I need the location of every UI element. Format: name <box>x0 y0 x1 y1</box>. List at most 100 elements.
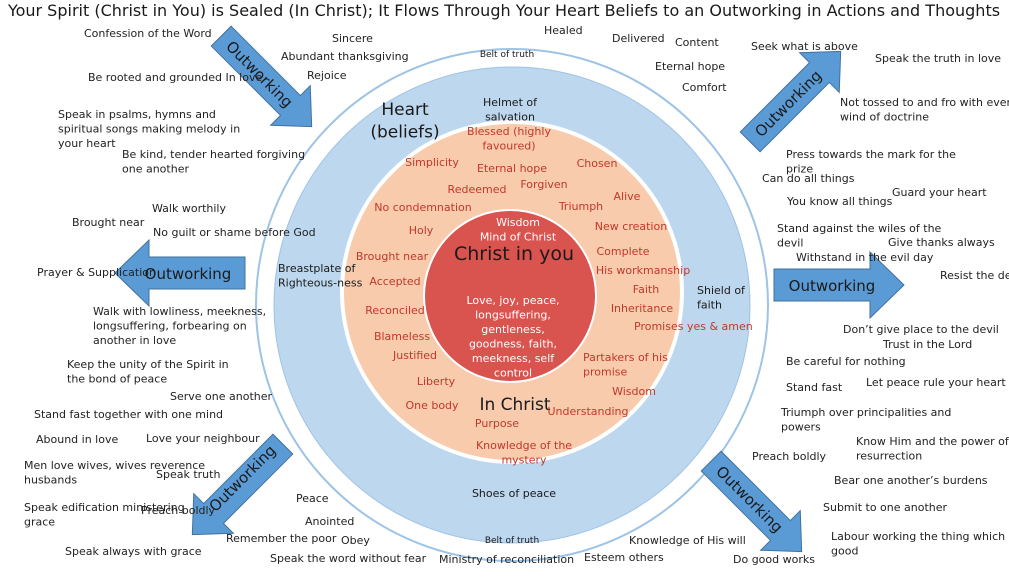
text-line: grace <box>24 516 55 529</box>
core-title: Christ in you <box>454 243 574 265</box>
text-line: Keep the unity of the Spirit in <box>67 358 229 371</box>
text-line: mystery <box>501 454 547 467</box>
text-line: Triumph over principalities and <box>780 406 951 419</box>
text-line: Be kind, tender hearted forgiving <box>122 148 305 161</box>
in-christ-item: Promises yes & amen <box>634 320 753 333</box>
outworking-item: Preach boldly <box>141 504 216 517</box>
text-line: Stand against the wiles of the <box>777 222 942 235</box>
text-line: prize <box>786 163 813 176</box>
in-christ-item: Liberty <box>417 375 456 388</box>
heart-label: Heart(beliefs) <box>370 100 439 142</box>
outworking-item: Be careful for nothing <box>786 355 906 368</box>
armor-item: Belt of truth <box>485 536 539 546</box>
text-line: favoured) <box>482 140 535 153</box>
in-christ-item: Faith <box>633 283 659 296</box>
text-line: Speak in psalms, hymns and <box>58 108 216 121</box>
outworking-arrow-right <box>773 250 905 320</box>
text-line: meekness, self <box>472 352 555 365</box>
text-line: Wisdom <box>496 216 540 229</box>
outworking-item: No guilt or shame before God <box>153 226 316 239</box>
text-line: promise <box>583 366 627 379</box>
armor-item: Belt of truth <box>480 50 534 60</box>
outworking-item: Don’t give place to the devil <box>843 323 999 336</box>
text-line: longsuffering, <box>475 309 551 322</box>
armor-item: Shoes of peace <box>472 487 556 500</box>
outworking-item: Abound in love <box>36 433 118 446</box>
armor-item: Shield of faith <box>697 284 746 312</box>
text-line: resurrection <box>856 450 922 463</box>
outworking-item: Preach boldly <box>752 450 827 463</box>
text-line: Not tossed to and fro with every <box>840 96 1009 109</box>
text-line: control <box>494 367 532 380</box>
text-line: powers <box>781 421 821 434</box>
in-christ-item: Holy <box>409 224 434 237</box>
outworking-item: Healed <box>544 24 583 37</box>
text-line: (beliefs) <box>370 122 439 142</box>
outworking-item: Sincere <box>332 32 373 45</box>
outworking-item: Love your neighbour <box>146 432 260 445</box>
text-line: Knowledge of the <box>476 439 572 452</box>
text-line: Know Him and the power of His <box>856 435 1009 448</box>
text-line: Press towards the mark for the <box>786 148 956 161</box>
outworking-item: Know Him and the power of His resurrectio… <box>856 435 1009 463</box>
in-christ-item: Alive <box>614 190 641 203</box>
outworking-item: Resist the devil <box>940 269 1009 282</box>
in-christ-item: Blameless <box>374 330 430 343</box>
text-line: Men love wives, wives reverence <box>24 459 205 472</box>
outworking-item: Can do all things <box>762 172 855 185</box>
in-christ-item: Chosen <box>577 157 618 170</box>
outworking-item: Submit to one another <box>823 501 948 514</box>
outworking-item: Speak truth <box>156 468 220 481</box>
in-christ-item: Justified <box>392 349 437 362</box>
in-christ-item: Brought near <box>356 250 429 263</box>
outworking-arrow-left <box>114 238 246 308</box>
in-christ-item: Complete <box>596 245 649 258</box>
outworking-item: Let peace rule your heart <box>866 376 1006 389</box>
outworking-item: Triumph over principalities and powers <box>780 406 951 434</box>
text-line: Partakers of his <box>583 351 668 364</box>
text-line: longsuffering, forbearing on <box>93 320 247 333</box>
in-christ-item: Purpose <box>475 417 519 430</box>
text-line: Speak edification ministering <box>24 501 185 514</box>
outworking-item: Content <box>675 36 719 49</box>
in-christ-item: Reconciled <box>365 304 425 317</box>
outworking-item: Speak in psalms, hymns and spiritual song… <box>58 108 240 150</box>
in-christ-item: New creation <box>595 220 667 233</box>
outworking-item: Give thanks always <box>888 236 995 249</box>
text-line: Shield of <box>697 284 746 297</box>
outworking-arrow-bottom-left <box>191 433 294 536</box>
outworking-item: Comfort <box>682 81 727 94</box>
arrow-label: Outworking <box>751 67 825 141</box>
text-line: goodness, faith, <box>469 338 557 351</box>
text-line: Righteous-ness <box>278 277 363 290</box>
outworking-item: Delivered <box>612 32 665 45</box>
outworking-item: Confession of the Word <box>84 27 212 40</box>
outworking-item: Ministry of reconciliation <box>439 553 574 566</box>
outworking-item: Remember the poor <box>226 532 337 545</box>
text-line: Helmet of <box>483 96 538 109</box>
text-line: Labour working the thing which is <box>831 530 1009 543</box>
outworking-item: Obey <box>341 534 370 547</box>
outworking-item: Be rooted and grounded In love <box>88 71 262 84</box>
text-line: gentleness, <box>481 323 545 336</box>
outworking-item: You know all things <box>786 195 893 208</box>
diagram-title: Your Spirit (Christ in You) is Sealed (I… <box>7 1 1000 20</box>
in-christ-item: Simplicity <box>405 156 459 169</box>
arrow-label-right: Outworking <box>789 277 876 295</box>
outworking-item: Seek what is above <box>751 40 858 53</box>
text-line: spiritual songs making melody in <box>58 123 240 136</box>
christ-in-you-core <box>423 209 597 383</box>
text-line: Heart <box>381 100 429 120</box>
outworking-item: Stand fast together with one mind <box>34 408 223 421</box>
outworking-item: Stand fast <box>786 381 843 394</box>
text-line: faith <box>697 299 722 312</box>
outworking-item: Press towards the mark for the prize <box>786 148 956 176</box>
outworking-item: Withstand in the evil day <box>796 251 934 264</box>
outworking-item: Brought near <box>72 216 145 229</box>
